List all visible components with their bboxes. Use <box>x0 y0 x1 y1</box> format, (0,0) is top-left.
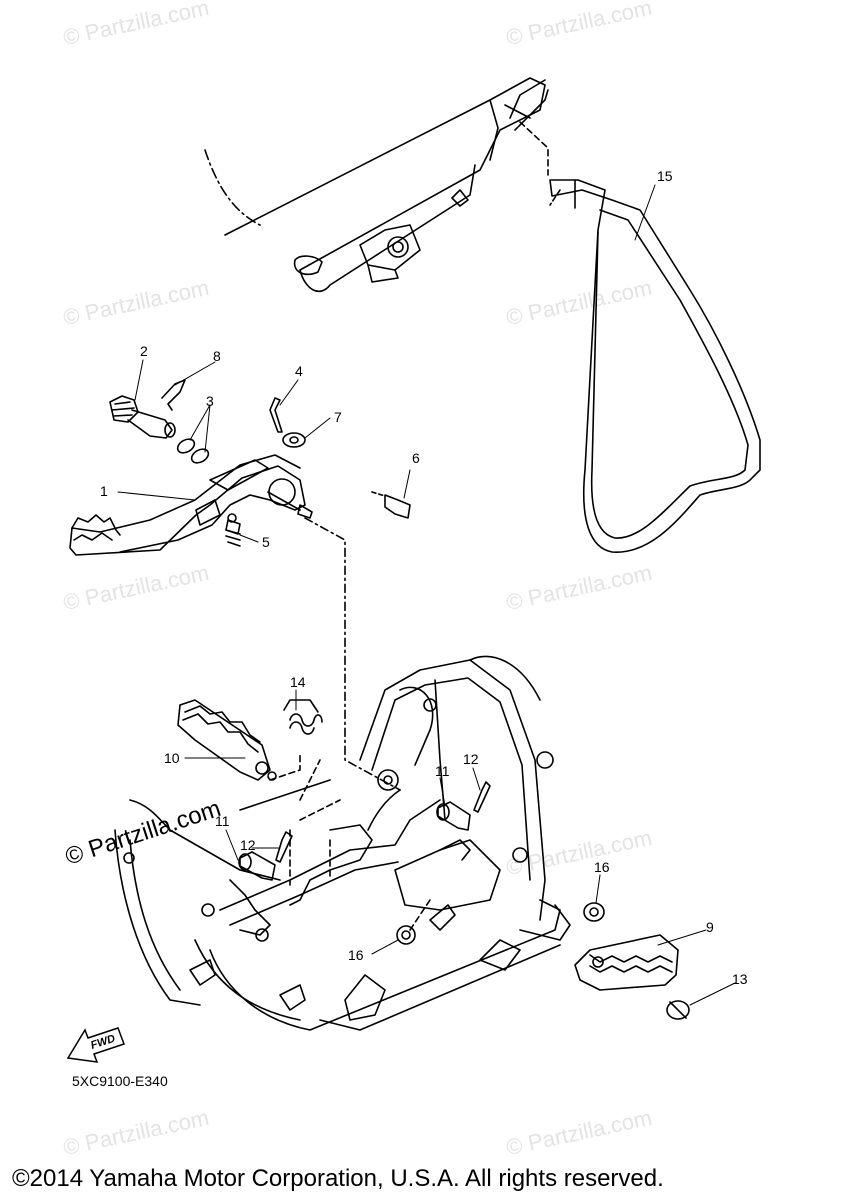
callout-9: 9 <box>706 919 714 935</box>
callout-11-right: 11 <box>435 763 450 779</box>
callout-4: 4 <box>295 363 303 379</box>
nut-16-outline <box>396 925 416 945</box>
callout-7: 7 <box>334 409 342 425</box>
callout-6: 6 <box>412 450 420 466</box>
callout-11-left: 11 <box>215 813 230 829</box>
spring-14-outline <box>283 699 323 735</box>
pin-12-right-outline <box>473 781 491 813</box>
footrest-right-outline <box>574 934 679 991</box>
callout-14: 14 <box>290 674 306 690</box>
diagram-code: 5XC9100-E340 <box>72 1073 168 1089</box>
bolt-11-right-outline <box>436 801 471 831</box>
nut-16-right-outline <box>583 902 605 922</box>
fwd-arrow-icon: FWD <box>66 1027 125 1063</box>
bolt-6-outline <box>371 491 411 519</box>
spring-outline <box>225 513 241 547</box>
guide-line <box>304 517 401 791</box>
pivot-bolt-outline <box>109 395 176 439</box>
copyright-notice: ©2014 Yamaha Motor Corporation, U.S.A. A… <box>12 1165 664 1192</box>
callout-16-left: 16 <box>348 947 364 963</box>
bolt-11-left-outline <box>238 851 276 881</box>
callout-2: 2 <box>140 343 148 359</box>
clip-13-outline <box>666 1000 690 1020</box>
callout-12-right: 12 <box>463 751 479 767</box>
brake-pedal-outline <box>69 454 313 556</box>
stand-outline <box>519 121 761 553</box>
o-rings-outline <box>176 438 210 464</box>
callout-15: 15 <box>657 168 673 184</box>
pin-12-left-outline <box>275 831 293 863</box>
callout-8: 8 <box>213 348 221 364</box>
rear-frame-outline <box>204 77 549 293</box>
callout-10: 10 <box>164 750 180 766</box>
callout-3: 3 <box>206 393 214 409</box>
cotter-pin-outline <box>269 397 283 433</box>
callout-5: 5 <box>262 534 270 550</box>
callout-1: 1 <box>100 483 108 499</box>
callout-12-left: 12 <box>240 837 256 853</box>
main-frame-outline <box>114 655 571 1031</box>
leader-lines <box>117 184 736 1006</box>
clip-outline <box>161 379 186 411</box>
footrest-left-outline <box>177 699 301 781</box>
washer-outline <box>282 432 306 448</box>
callout-13: 13 <box>732 971 748 987</box>
callout-16-right: 16 <box>594 859 610 875</box>
